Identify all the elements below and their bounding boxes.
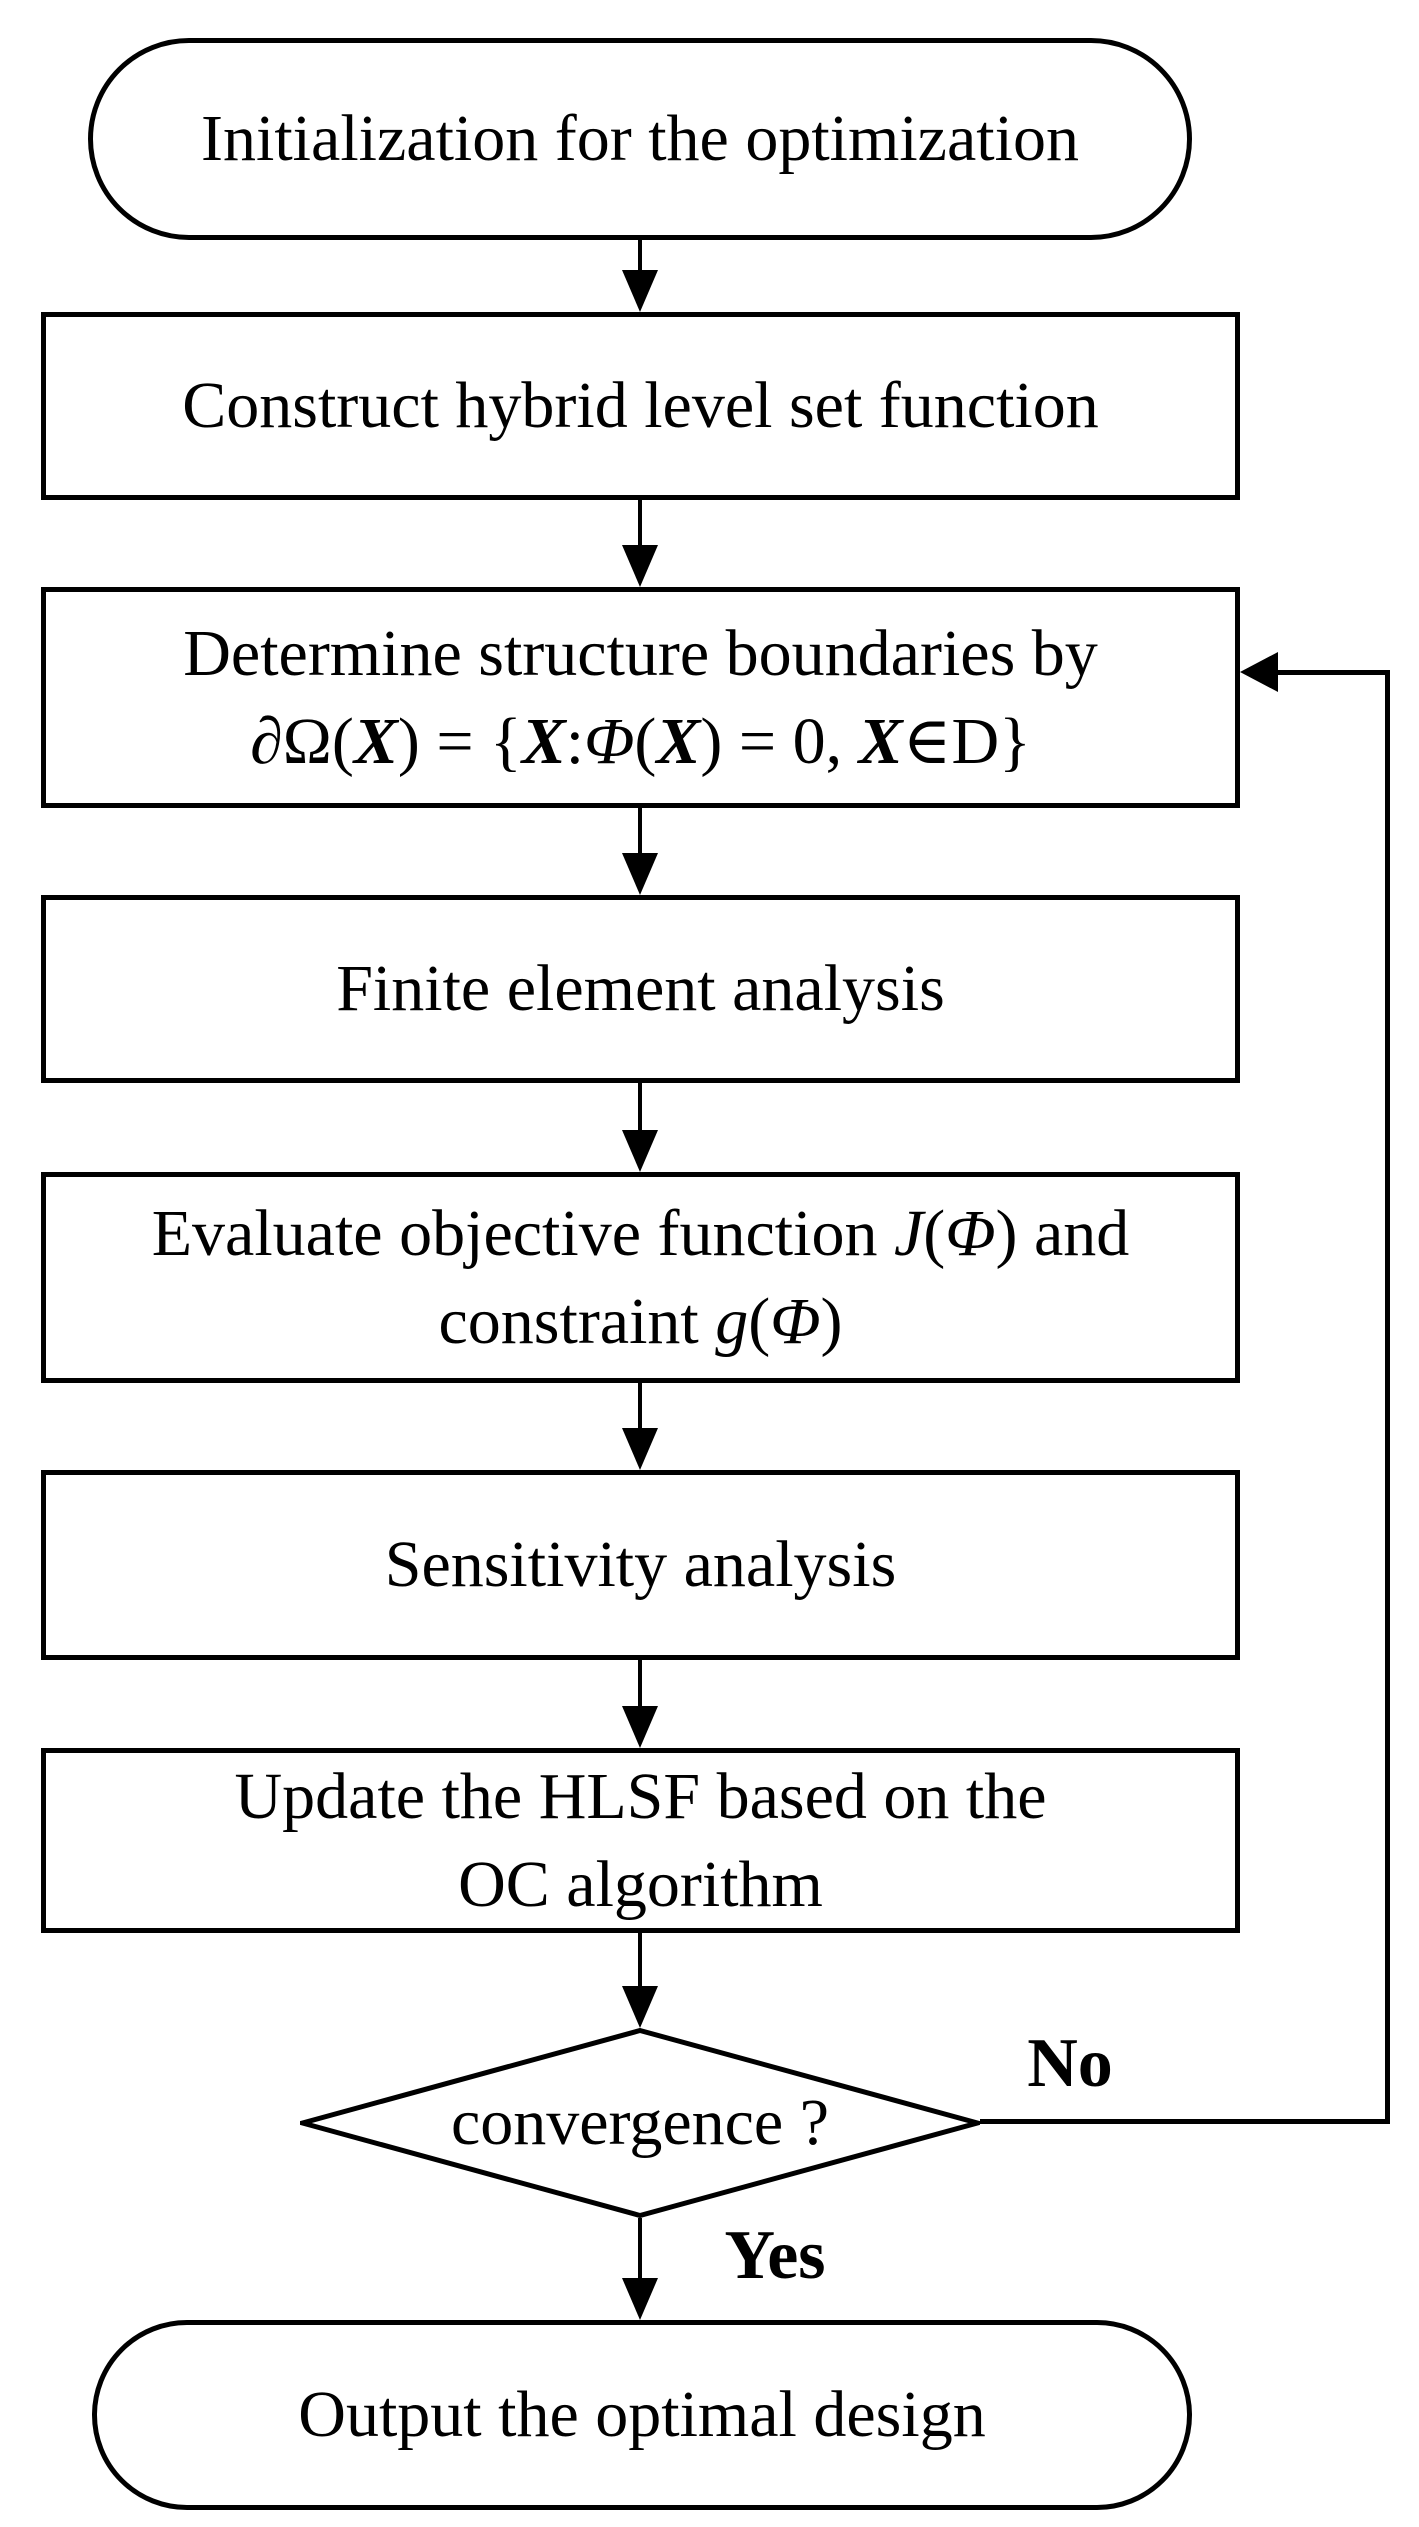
arrow-down-icon [622, 1428, 658, 1470]
no-branch-label: No [1027, 2025, 1113, 2102]
yes-branch-label: Yes [724, 2217, 826, 2294]
arrow-shaft [638, 1933, 642, 1990]
node-sensitivity-analysis: Sensitivity analysis [41, 1470, 1240, 1660]
arrow-down-icon [622, 545, 658, 587]
node-evaluate-objective: Evaluate objective function J(Φ) and con… [41, 1172, 1240, 1383]
no-feedback-line-vertical [1385, 670, 1390, 2124]
no-feedback-line-bottom [980, 2119, 1390, 2124]
arrow-update-to-decision [622, 1933, 658, 2028]
start-label: Initialization for the optimization [201, 102, 1079, 175]
arrow-shaft [638, 808, 642, 857]
arrow-decision-to-output [622, 2218, 658, 2320]
node-determine-boundaries: Determine structure boundaries by ∂Ω(X) … [41, 587, 1240, 808]
arrow-shaft [638, 240, 642, 274]
arrow-sensitivity-to-update [622, 1660, 658, 1748]
arrow-left-icon [1240, 652, 1278, 692]
arrow-construct-to-determine [622, 500, 658, 587]
arrow-down-icon [622, 853, 658, 895]
node-start-terminal: Initialization for the optimization [88, 38, 1192, 240]
arrow-shaft [638, 1660, 642, 1710]
construct-label: Construct hybrid level set function [182, 369, 1099, 442]
arrow-shaft [638, 500, 642, 549]
arrow-evaluate-to-sensitivity [622, 1383, 658, 1470]
evaluate-label-line2: constraint g(Φ) [438, 1284, 843, 1358]
arrow-down-icon [622, 1986, 658, 2028]
arrow-down-icon [622, 2278, 658, 2320]
arrow-shaft [638, 2218, 642, 2282]
update-label-line1: Update the HLSF based on the [234, 1759, 1047, 1833]
arrow-start-to-construct [622, 240, 658, 312]
arrow-shaft [638, 1383, 642, 1432]
arrow-down-icon [622, 270, 658, 312]
sensitivity-label: Sensitivity analysis [384, 1528, 897, 1601]
arrow-shaft [638, 1083, 642, 1134]
decision-diamond-shape [300, 2028, 980, 2218]
determine-label-line1: Determine structure boundaries by [183, 616, 1098, 690]
node-finite-element-analysis: Finite element analysis [41, 895, 1240, 1083]
arrow-down-icon [622, 1706, 658, 1748]
node-update-hlsf: Update the HLSF based on the OC algorith… [41, 1748, 1240, 1933]
node-convergence-decision: convergence ? [300, 2028, 980, 2218]
output-label: Output the optimal design [298, 2378, 986, 2451]
decision-label: convergence ? [450, 2086, 830, 2159]
fea-label: Finite element analysis [336, 952, 945, 1025]
determine-formula: ∂Ω(X) = {X:Φ(X) = 0, X∈D} [250, 704, 1031, 778]
arrow-determine-to-fea [622, 808, 658, 895]
node-output-terminal: Output the optimal design [92, 2320, 1192, 2510]
arrow-fea-to-evaluate [622, 1083, 658, 1172]
node-construct-hlsf: Construct hybrid level set function [41, 312, 1240, 500]
arrow-down-icon [622, 1130, 658, 1172]
update-label-line2: OC algorithm [458, 1847, 823, 1921]
no-feedback-line-top [1276, 670, 1390, 675]
evaluate-label-line1: Evaluate objective function J(Φ) and [151, 1196, 1130, 1270]
